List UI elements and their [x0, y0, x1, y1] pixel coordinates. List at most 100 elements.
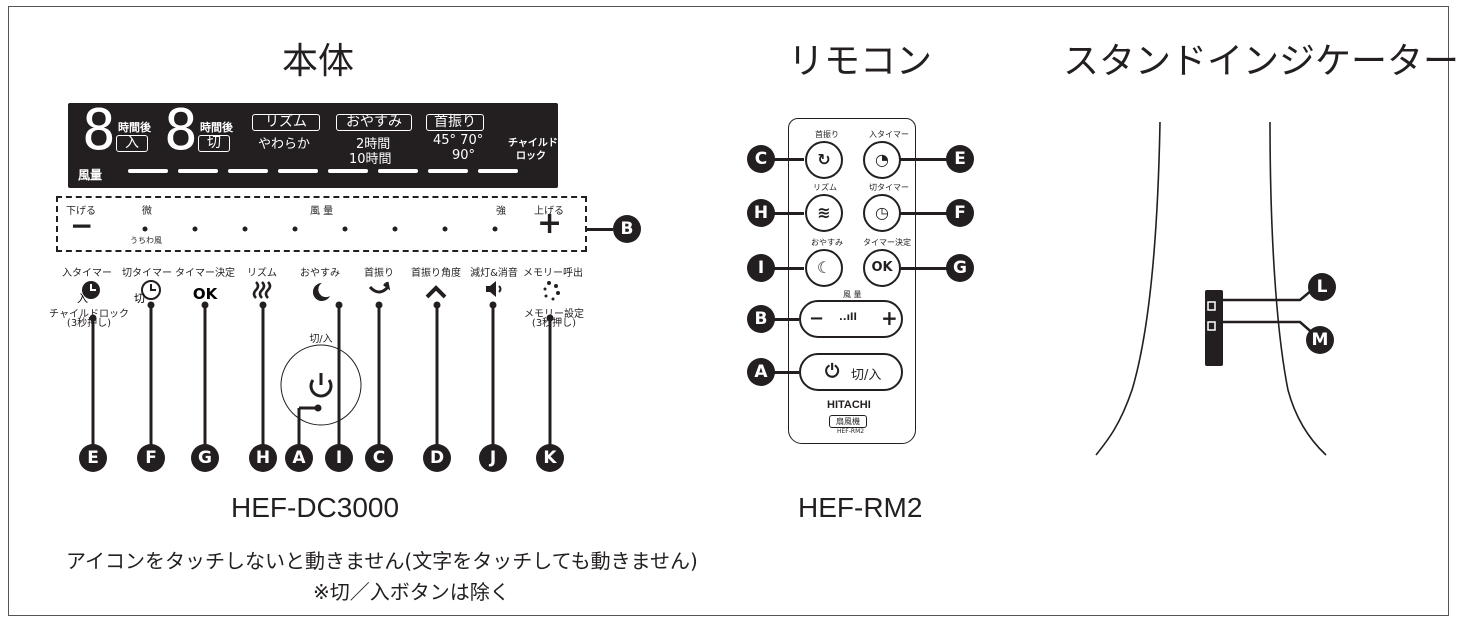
remote-model-label: HEF-RM2 — [837, 428, 865, 435]
remote-on-timer-button[interactable]: ◔ — [863, 141, 901, 179]
child-lock-1: チャイルド — [508, 138, 558, 149]
remote-control: 首振り 入タイマー ↻ ◔ リズム 切タイマー ≋ ◷ おやすみ タイマー決定 … — [788, 118, 916, 444]
remote-sleep-button[interactable]: ☾ — [805, 249, 843, 287]
timer-after-label-2: 時間後 — [200, 121, 233, 134]
svg-text:切: 切 — [134, 292, 145, 305]
note-line-1: アイコンをタッチしないと動きません(文字をタッチしても動きません) — [66, 549, 698, 573]
remote-rhythm-label: リズム — [813, 183, 837, 192]
airflow-level-bars — [128, 169, 518, 173]
rhythm-mode: やわらか — [258, 137, 311, 152]
on-timer-icon[interactable]: 入 — [77, 281, 100, 305]
sleep-10h: 10時間 — [349, 152, 392, 167]
badge-k: K — [536, 444, 564, 472]
off-timer-label: 切タイマー — [122, 268, 172, 279]
power-icon: ⏻ — [825, 361, 840, 382]
timer-digit-1: 8 — [82, 98, 116, 163]
sleep-label: おやすみ — [300, 268, 340, 279]
remote-power-button[interactable]: ⏻ 切/入 — [799, 353, 903, 391]
moon-icon[interactable] — [312, 282, 330, 301]
moon-icon: ☾ — [816, 258, 832, 277]
remote-swing-label: 首振り — [815, 130, 839, 139]
memory-icon[interactable] — [543, 281, 561, 301]
slider-weak-label: 微 — [142, 206, 152, 217]
child-lock-2: ロック — [516, 151, 546, 162]
remote-on-timer-label: 入タイマー — [869, 130, 909, 139]
remote-leader-b — [773, 318, 799, 321]
remote-off-timer-label: 切タイマー — [869, 183, 909, 192]
badge-remote-i: I — [747, 254, 775, 282]
sleep-2h: 2時間 — [356, 137, 391, 152]
slider-plus-button[interactable]: + — [537, 206, 563, 241]
timer-on-box: 入 — [116, 135, 148, 152]
airflow-slider-area: 下げる − 微 うちわ風 風 量 強 上げる + — [56, 196, 587, 252]
slider-up-label: 上げる — [534, 206, 564, 217]
badge-h: H — [249, 444, 277, 472]
remote-timer-set-button[interactable]: OK — [863, 249, 901, 287]
slider-down-label: 下げる — [66, 206, 96, 217]
badge-a: A — [285, 444, 313, 472]
timer-set-label: タイマー決定 — [175, 268, 235, 279]
badge-f: F — [137, 444, 165, 472]
swing-angles: 45° 70° — [433, 133, 484, 148]
memory-set-sub-label: メモリー設定 — [524, 309, 584, 320]
remote-model: HEF-RM2 — [798, 492, 923, 523]
dim-mute-icon[interactable] — [486, 281, 502, 297]
remote-product: 扇風機 — [829, 415, 867, 428]
badge-g: G — [191, 444, 219, 472]
badge-remote-e: E — [946, 145, 974, 173]
stand-indicator-panel — [1205, 290, 1223, 366]
rhythm-label: リズム — [247, 268, 277, 279]
remote-leader-f — [900, 212, 948, 215]
badge-b: B — [613, 215, 641, 243]
remote-airflow-plus[interactable]: + — [881, 306, 898, 330]
child-lock-sub-note: (3秒押し) — [66, 318, 112, 329]
slider-minus-button[interactable]: − — [70, 209, 94, 242]
badge-e: E — [79, 444, 107, 472]
dim-mute-label: 減灯&消音 — [470, 268, 518, 279]
remote-sleep-label: おやすみ — [811, 238, 843, 247]
swing-label: 首振り — [364, 268, 394, 279]
swing-icon[interactable] — [368, 281, 391, 294]
power-icon[interactable] — [309, 373, 333, 398]
timer-digit-2: 8 — [164, 98, 198, 163]
slider-leader-line — [587, 228, 613, 231]
badge-l: L — [1308, 273, 1336, 301]
note-line-2: ※切／入ボタンは除く — [313, 580, 510, 604]
main-unit-model: HEF-DC3000 — [231, 492, 400, 523]
remote-title: リモコン — [788, 41, 933, 82]
swing-box: 首振り — [426, 114, 484, 131]
ok-icon[interactable]: OK — [193, 285, 219, 303]
memory-label: メモリー呼出 — [523, 268, 583, 279]
swing-icon: ↻ — [817, 150, 831, 169]
remote-airflow-minus[interactable]: − — [809, 308, 825, 329]
rhythm-icon: ≋ — [817, 203, 831, 222]
badge-c: C — [365, 444, 393, 472]
badge-remote-a: A — [747, 358, 775, 386]
remote-timer-set-label: タイマー決定 — [863, 238, 911, 247]
rhythm-icon[interactable] — [252, 281, 272, 299]
badge-remote-c: C — [747, 145, 775, 173]
remote-leader-i — [773, 267, 804, 270]
main-unit-title: 本体 — [282, 41, 355, 82]
remote-rhythm-button[interactable]: ≋ — [805, 194, 843, 232]
remote-leader-e — [900, 158, 948, 161]
airflow-label: 風量 — [78, 168, 103, 182]
remote-leader-c — [773, 158, 804, 161]
badge-remote-h: H — [747, 199, 775, 227]
badge-m: M — [1306, 326, 1334, 354]
panel-icons-layer: 入 切 OK — [77, 280, 561, 448]
badge-i: I — [325, 444, 353, 472]
remote-brand: HITACHI — [827, 399, 871, 411]
remote-leader-a — [773, 371, 799, 374]
slider-dots — [142, 226, 498, 232]
on-timer-label: 入タイマー — [62, 268, 112, 279]
memory-set-sub-note: (3秒押し) — [531, 318, 577, 329]
child-lock-sub-label: チャイルドロック — [49, 309, 129, 320]
angle-icon[interactable] — [425, 285, 447, 299]
off-timer-icon[interactable]: 切 — [134, 280, 161, 305]
remote-off-timer-button[interactable]: ◷ — [863, 194, 901, 232]
remote-airflow-control: − ..ıll + — [799, 300, 903, 338]
badge-remote-f: F — [946, 199, 974, 227]
remote-swing-button[interactable]: ↻ — [805, 141, 843, 179]
power-label: 切/入 — [309, 334, 333, 345]
